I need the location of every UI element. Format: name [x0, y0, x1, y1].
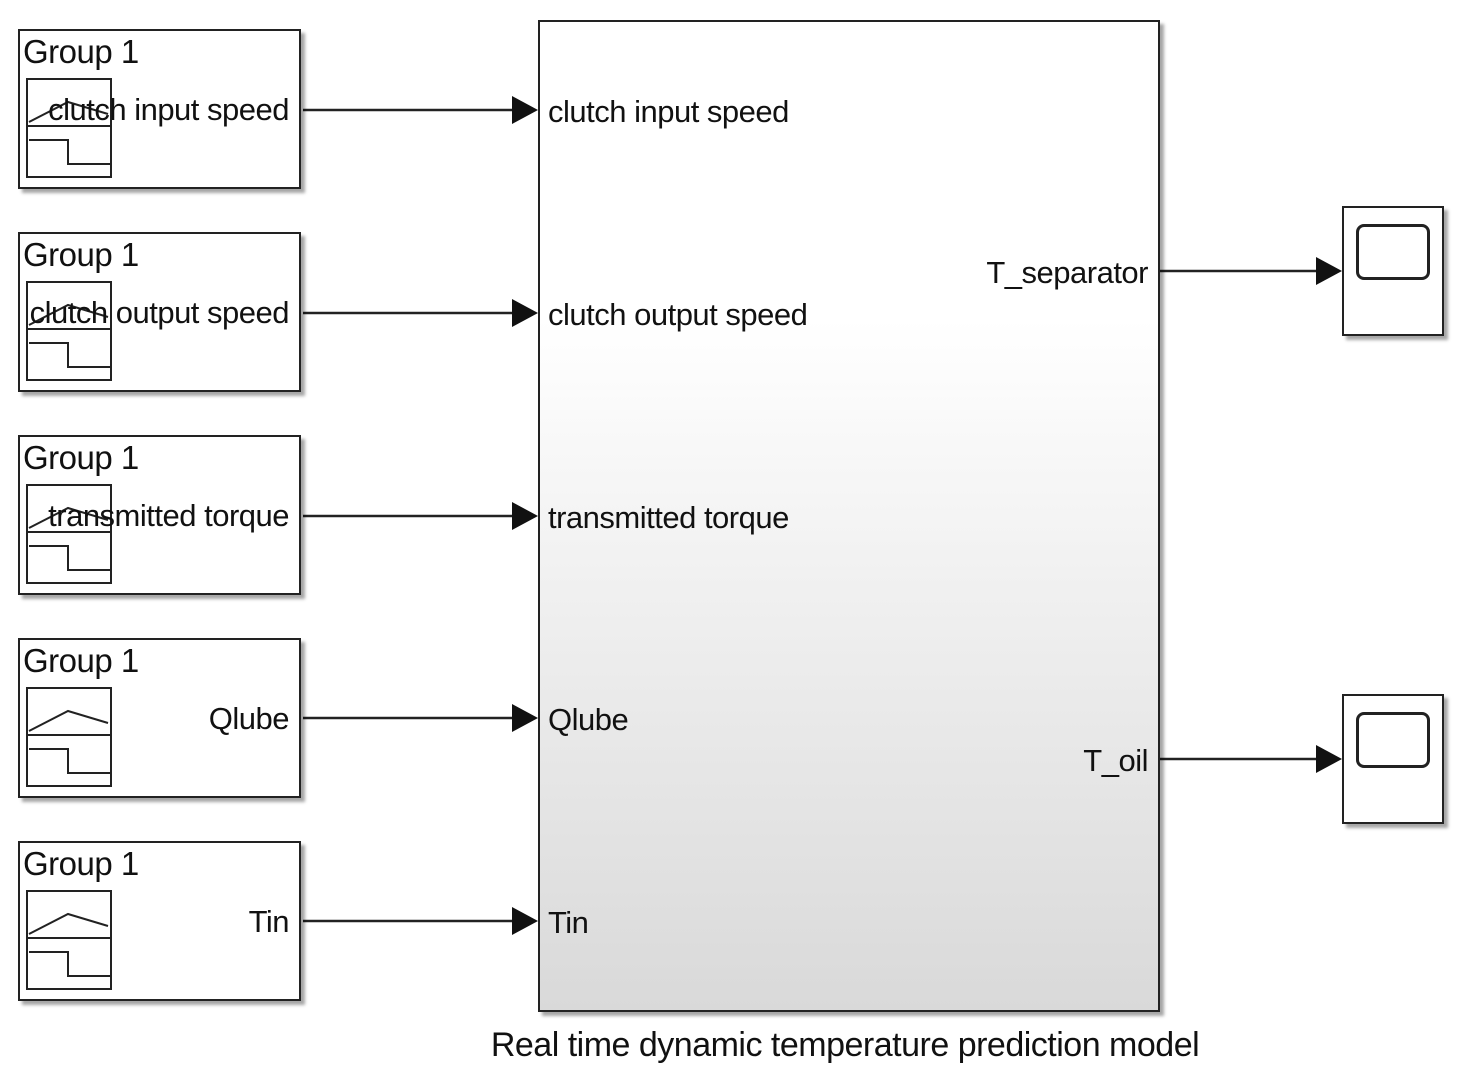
signal-builder-icon	[26, 78, 112, 178]
output-port-label: T_separator	[986, 255, 1148, 290]
scope-icon	[1356, 712, 1430, 768]
arrowhead	[512, 96, 538, 124]
source-port-label: transmitted torque	[48, 498, 289, 533]
group-label: Group 1	[23, 642, 139, 679]
signal-builder-block[interactable]: Group 1 transmitted torque	[18, 435, 301, 595]
input-port-label: clutch output speed	[548, 297, 808, 332]
arrowhead	[1316, 745, 1342, 773]
scope-icon	[1356, 224, 1430, 280]
output-port-label: T_oil	[1083, 743, 1148, 778]
input-port-label: Tin	[548, 905, 589, 940]
prediction-model-subsystem[interactable]: clutch input speed clutch output speed t…	[538, 20, 1160, 1012]
arrowhead	[1316, 257, 1342, 285]
input-port-label: Qlube	[548, 702, 629, 737]
scope-block[interactable]	[1342, 206, 1444, 336]
signal-builder-block[interactable]: Group 1 Tin	[18, 841, 301, 1001]
group-label: Group 1	[23, 439, 139, 476]
subsystem-name: Real time dynamic temperature prediction…	[490, 1026, 1200, 1064]
scope-block[interactable]	[1342, 694, 1444, 824]
signal-builder-icon	[26, 687, 112, 787]
source-port-label: clutch output speed	[29, 295, 290, 330]
arrowhead	[512, 704, 538, 732]
source-port-label: clutch input speed	[48, 92, 289, 127]
group-label: Group 1	[23, 236, 139, 273]
signal-builder-block[interactable]: Group 1 clutch output speed	[18, 232, 301, 392]
signal-builder-icon	[26, 890, 112, 990]
signal-builder-icon	[26, 484, 112, 584]
arrowhead	[512, 907, 538, 935]
arrowhead	[512, 502, 538, 530]
input-port-label: clutch input speed	[548, 94, 789, 129]
arrowhead	[512, 299, 538, 327]
source-port-label: Tin	[248, 904, 290, 939]
group-label: Group 1	[23, 845, 139, 882]
signal-builder-block[interactable]: Group 1 Qlube	[18, 638, 301, 798]
source-port-label: Qlube	[208, 701, 290, 736]
group-label: Group 1	[23, 33, 139, 70]
signal-builder-block[interactable]: Group 1 clutch input speed	[18, 29, 301, 189]
input-port-label: transmitted torque	[548, 500, 789, 535]
signal-builder-icon	[26, 281, 112, 381]
